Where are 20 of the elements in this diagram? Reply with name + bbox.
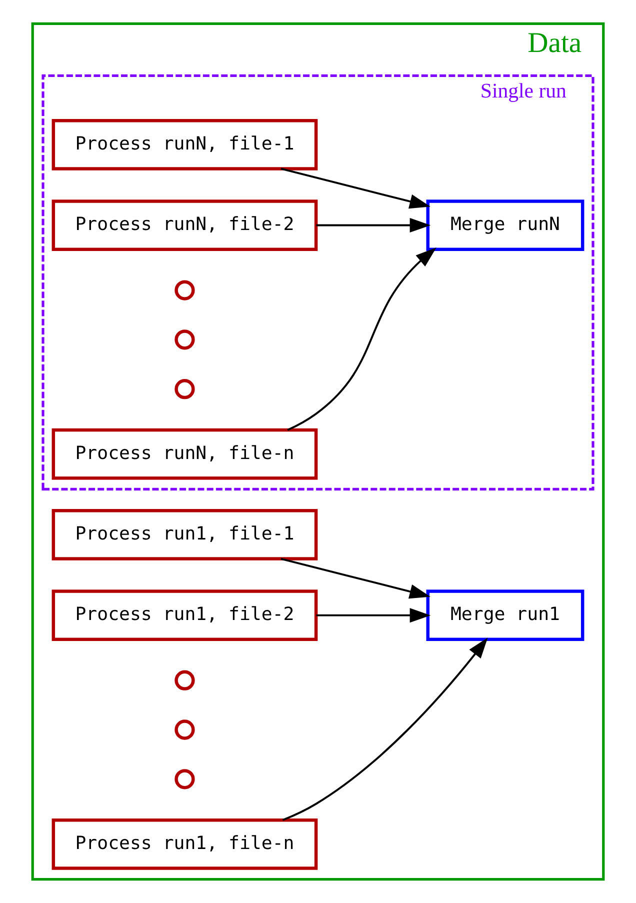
node-box: Process runN, file-1: [52, 118, 318, 170]
node-box: Merge run1: [426, 590, 584, 641]
node-box: Process run1, file-1: [52, 509, 318, 560]
node-circle: [174, 330, 195, 350]
arrow: [316, 218, 431, 233]
arrow: [316, 608, 431, 623]
node-circle: [174, 280, 195, 300]
arrow: [287, 248, 436, 431]
node-box: Process run1, file-2: [52, 590, 318, 641]
node-box: Process runN, file-n: [52, 428, 318, 480]
node-box: Process run1, file-n: [52, 818, 318, 870]
node-circle: [174, 720, 195, 740]
node-box: Process runN, file-2: [52, 200, 318, 251]
node-circle: [174, 379, 195, 400]
node-circle: [174, 670, 195, 690]
node-circle: [174, 769, 195, 790]
arrow: [282, 638, 488, 821]
arrow: [280, 168, 430, 209]
node-box: Merge runN: [426, 200, 584, 251]
arrow: [280, 558, 430, 599]
